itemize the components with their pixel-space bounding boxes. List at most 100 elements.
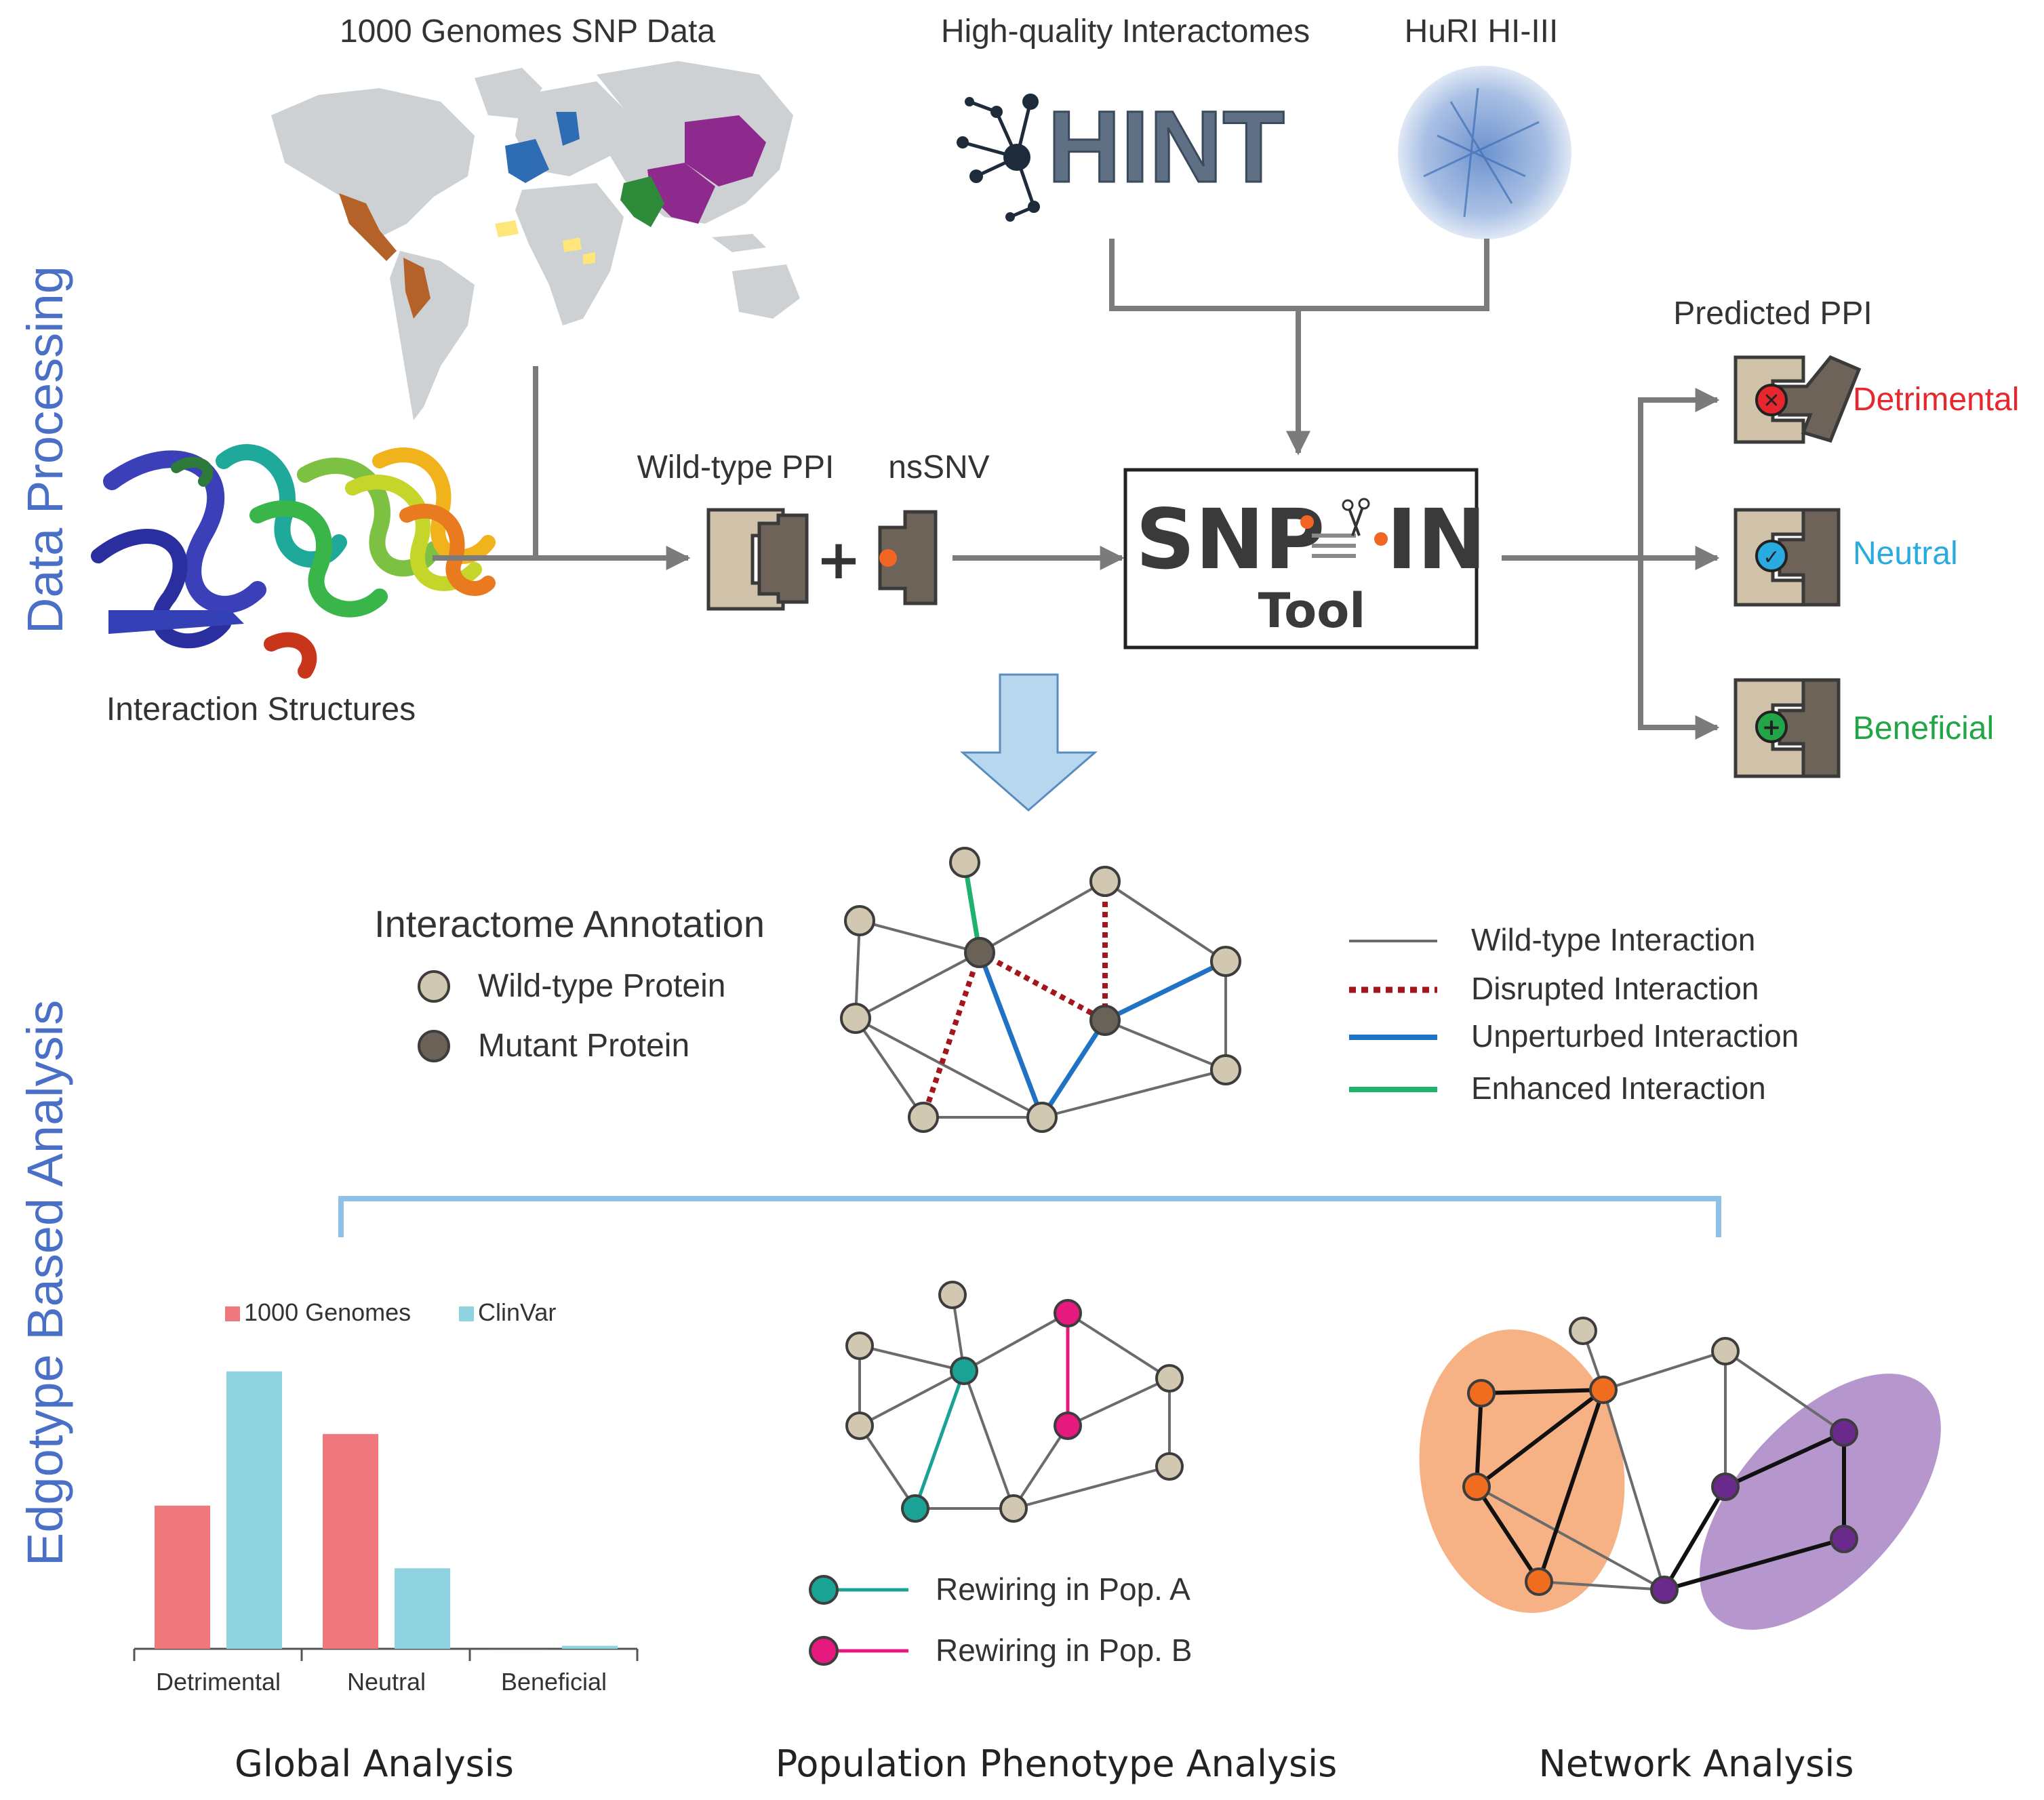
- legend-swatch-clinvar: [459, 1306, 474, 1321]
- population-edge: [858, 1424, 917, 1510]
- cluster-edge: [1724, 1350, 1845, 1434]
- annotation-edge: [855, 1017, 1043, 1119]
- population-node: [1054, 1299, 1082, 1327]
- cluster-edge: [1538, 1580, 1665, 1591]
- structures-caption: Interaction Structures: [106, 692, 416, 727]
- annotation-node: [844, 905, 875, 936]
- annotation-edge: [1104, 880, 1227, 963]
- tool-subtitle: Tool: [1258, 583, 1366, 639]
- category-neutral: Neutral: [347, 1668, 426, 1696]
- annotation-edge: [978, 950, 1106, 1023]
- outcome-detrimental-label: Detrimental: [1853, 382, 2019, 418]
- cluster-edge: [1476, 1485, 1665, 1591]
- cluster-network: [1462, 1317, 1858, 1604]
- cluster-node: [1711, 1337, 1740, 1365]
- annotation-edge: [1104, 959, 1227, 1023]
- category-beneficial: Beneficial: [501, 1668, 607, 1696]
- scissors-icon: [1300, 498, 1388, 558]
- population-node: [950, 1357, 978, 1385]
- wildtype-ppi-label: Wild-type PPI: [637, 449, 835, 485]
- population-node: [1155, 1364, 1184, 1393]
- population-edge: [1066, 1312, 1171, 1380]
- annotation-node: [1089, 1005, 1121, 1036]
- cluster-node: [1462, 1473, 1491, 1501]
- legend-pop-b: Rewiring in Pop. B: [936, 1633, 1192, 1668]
- population-node: [1155, 1452, 1184, 1481]
- annotation-edge: [979, 880, 1106, 954]
- population-edge: [913, 1370, 966, 1509]
- annotation-node: [949, 847, 980, 878]
- category-detrimental: Detrimental: [156, 1668, 281, 1696]
- cluster-edge: [1662, 1485, 1727, 1591]
- annotation-edge: [1041, 1068, 1226, 1119]
- population-edge: [859, 1369, 965, 1427]
- cluster-node: [1650, 1576, 1679, 1604]
- bar-beneficial-clinvar: [562, 1645, 618, 1649]
- population-node: [938, 1281, 967, 1309]
- title-network-analysis: Network Analysis: [1538, 1742, 1853, 1785]
- outcome-neutral-label: Neutral: [1853, 536, 1958, 572]
- outcome-beneficial-label: Beneficial: [1853, 711, 1994, 746]
- cluster-node: [1467, 1379, 1496, 1407]
- annotation-edge: [1040, 1019, 1107, 1119]
- cross-icon: ✕: [1763, 389, 1780, 413]
- outcome-neutral: ✓ Neutral: [1734, 508, 1958, 607]
- annotation-node: [840, 1003, 871, 1034]
- cluster-node: [1569, 1317, 1597, 1345]
- protein-structure-image: [91, 444, 496, 679]
- cluster-edge: [1664, 1537, 1845, 1592]
- check-icon: ✓: [1763, 546, 1780, 569]
- purple-cluster: [1700, 1374, 1941, 1630]
- outcome-detrimental: ✕ Detrimental: [1734, 355, 2019, 444]
- legend-1000-genomes: 1000 Genomes: [244, 1298, 411, 1326]
- hint-wordmark: HINT: [1047, 89, 1285, 203]
- annotation-node: [908, 1102, 939, 1133]
- snp-data-title: 1000 Genomes SNP Data: [340, 14, 715, 49]
- population-edge: [1013, 1465, 1170, 1510]
- bar-neutral-clinvar: [395, 1568, 450, 1649]
- analysis-bracket: [338, 1196, 1721, 1237]
- population-legend: Rewiring in Pop. A Rewiring in Pop. B: [809, 1572, 1192, 1668]
- cluster-edge: [1602, 1389, 1666, 1591]
- cluster-edge: [1481, 1388, 1604, 1395]
- population-edge: [859, 1344, 965, 1372]
- population-node: [901, 1494, 929, 1523]
- population-node: [845, 1332, 874, 1360]
- world-map: 1000 Genomes SNP Data: [271, 14, 800, 420]
- orange-cluster: [1419, 1329, 1625, 1614]
- tool-name-snp: SNP: [1136, 492, 1325, 588]
- hint-logo: High-quality Interactomes HINT: [941, 14, 1310, 222]
- annotation-edge: [921, 951, 982, 1119]
- title-global-analysis: Global Analysis: [235, 1742, 514, 1785]
- edge-legend: Wild-type Interaction Disrupted Interact…: [1349, 922, 1799, 1106]
- predicted-ppi-title: Predicted PPI: [1673, 296, 1872, 332]
- population-node: [999, 1494, 1028, 1523]
- annotation-title: Interactome Annotation: [374, 902, 765, 945]
- population-network: [845, 1281, 1184, 1523]
- annotation-node: [964, 937, 995, 968]
- cluster-edge: [1603, 1350, 1726, 1391]
- cluster-node: [1711, 1473, 1740, 1501]
- cluster-edge: [1475, 1388, 1605, 1489]
- nssnv-protein-icon: [878, 510, 938, 605]
- title-population-analysis: Population Phenotype Analysis: [776, 1742, 1337, 1785]
- annotation-node: [1210, 1054, 1241, 1085]
- population-node: [845, 1412, 874, 1440]
- annotation-edge: [977, 951, 1045, 1119]
- cluster-node: [1589, 1376, 1618, 1404]
- side-label-data-processing: Data Processing: [17, 266, 73, 634]
- annotation-edge: [855, 951, 980, 1020]
- annotation-node: [1089, 866, 1121, 897]
- interactomes-title: High-quality Interactomes: [941, 14, 1310, 49]
- legend-disrupted-interaction: Disrupted Interaction: [1471, 971, 1759, 1006]
- cluster-node: [1830, 1418, 1858, 1447]
- plus-sign: +: [816, 528, 861, 591]
- plus-icon: +: [1762, 714, 1782, 741]
- population-edge: [963, 1370, 1015, 1509]
- cluster-node: [1830, 1525, 1858, 1553]
- annotation-node: [1210, 946, 1241, 977]
- legend-unperturbed-interaction: Unperturbed Interaction: [1471, 1018, 1799, 1054]
- bar-neutral-1000-genomes: [323, 1434, 378, 1649]
- annotation-edge: [854, 920, 861, 1019]
- legend-enhanced-interaction: Enhanced Interaction: [1471, 1071, 1766, 1106]
